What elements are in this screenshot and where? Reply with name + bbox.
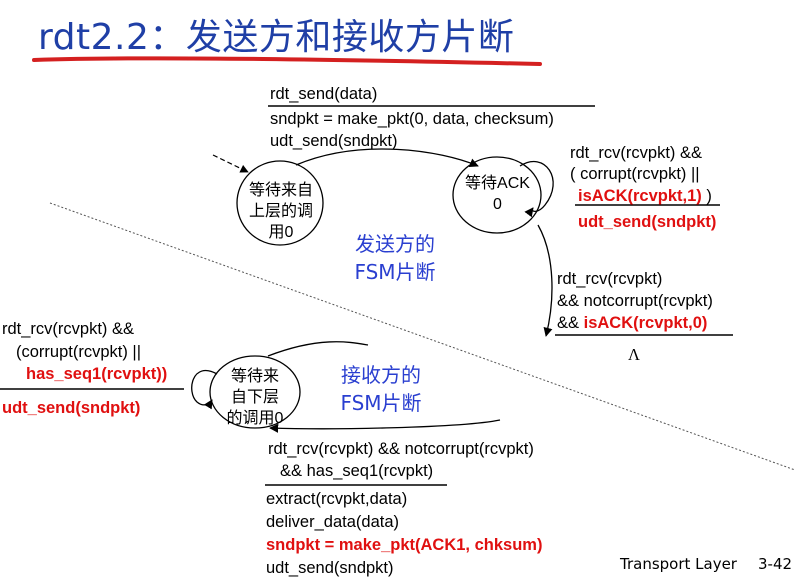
transition-arrow-send [295,148,479,168]
sender-self-event-2: ( corrupt(rcvpkt) || [570,165,700,183]
receiver-state-label: 等待来 自下层 的调用0 [226,368,284,427]
transition-arrow-receiver-out [269,419,501,433]
receiver-trans-action-1: extract(rcvpkt,data) [266,490,408,508]
sender-state0-label: 等待来自 上层的调 用0 [248,182,313,241]
sender-self-event-1: rdt_rcv(rcvpkt) && [570,144,703,162]
transition-arrow-ack0 [537,224,553,337]
receiver-trans-action-3: sndpkt = make_pkt(ACK1, chksum) [266,536,543,554]
receiver-self-event-2: (corrupt(rcvpkt) || [16,343,141,361]
receiver-fsm-label: 接收方的 FSM片断 [340,363,422,415]
self-loop-receiver [191,370,218,410]
receiver-state-circle [209,355,301,429]
sender-fsm-label: 发送方的 FSM片断 [354,232,436,284]
sender-self-event-3: isACK(rcvpkt,1) ) [578,187,712,205]
sender-send-event: rdt_send(data) [270,85,378,103]
sender-self-action: udt_send(sndpkt) [578,213,717,231]
self-loop-ack0 [519,160,554,218]
page-number: 3-42 [758,555,793,573]
receiver-trans-event-1: rdt_rcv(rcvpkt) && notcorrupt(rcvpkt) [268,440,534,458]
sender-send-action-2: udt_send(sndpkt) [270,132,398,150]
sender-state0-circle [236,160,324,246]
sender-ack0-label: 等待ACK 0 [465,175,530,213]
footer-text: Transport Layer [620,555,737,573]
sender-ack0-event-2: && notcorrupt(rcvpkt) [557,292,713,310]
sender-ack0-event-1: rdt_rcv(rcvpkt) [557,270,663,288]
sender-ack0-circle [452,156,542,234]
receiver-self-action: udt_send(sndpkt) [2,399,141,417]
receiver-self-event-1: rdt_rcv(rcvpkt) && [2,320,135,338]
receiver-trans-event-2: && has_seq1(rcvpkt) [280,462,434,480]
receiver-self-event-3: has_seq1(rcvpkt)) [26,365,168,383]
lambda-symbol: Λ [628,345,640,364]
page-title: rdt2.2：发送方和接收方片断 [38,17,515,58]
receiver-trans-action-2: deliver_data(data) [266,513,399,531]
receiver-trans-action-4: udt_send(sndpkt) [266,559,394,577]
title-underline [32,56,542,66]
sender-ack0-event-3: && isACK(rcvpkt,0) [557,314,708,332]
transition-arrow-receiver-in [267,341,369,357]
initial-arrow [212,154,249,173]
sender-send-action-1: sndpkt = make_pkt(0, data, checksum) [270,110,554,128]
